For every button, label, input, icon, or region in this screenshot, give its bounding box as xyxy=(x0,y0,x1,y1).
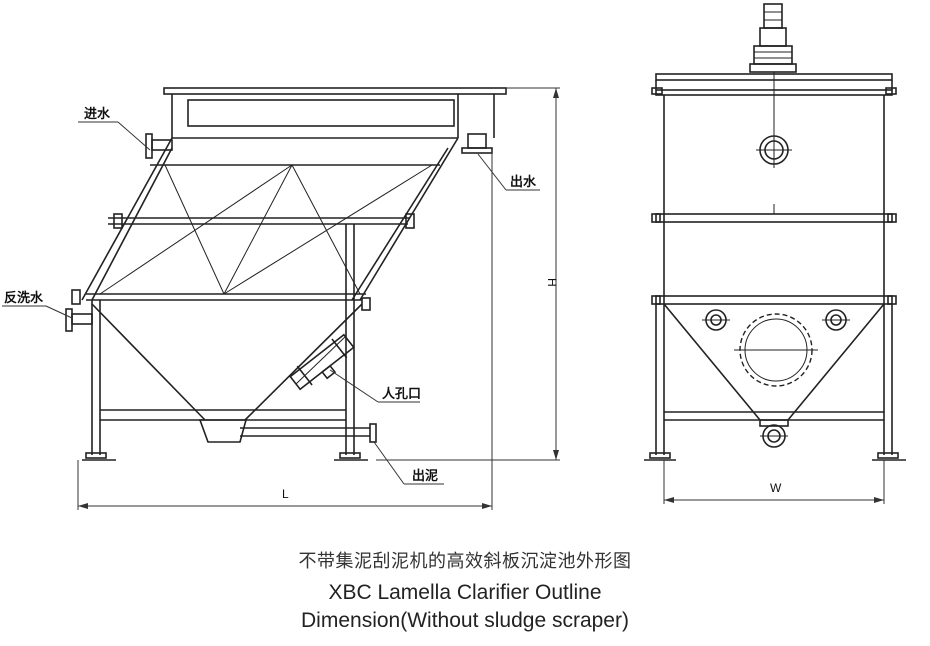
label-inlet: 进水 xyxy=(78,106,151,151)
top-flange xyxy=(163,87,507,95)
collection-trough xyxy=(187,99,455,127)
label-backwash-text: 反洗水 xyxy=(4,290,44,306)
side-view xyxy=(65,87,507,461)
caption-english-line1: XBC Lamella Clarifier Outline xyxy=(328,581,602,604)
manhole xyxy=(289,333,355,391)
dimension-l: L xyxy=(77,150,493,510)
caption-english-line2: Dimension(Without sludge scraper) xyxy=(301,609,629,632)
label-backwash: 反洗水 xyxy=(2,290,73,319)
outlet-pipe xyxy=(467,133,487,149)
dimension-l-label: L xyxy=(282,487,289,501)
dimension-h: H xyxy=(376,87,560,461)
label-outlet: 出水 xyxy=(477,153,540,191)
label-manhole-text: 人孔口 xyxy=(382,386,421,402)
dimension-w: W xyxy=(663,460,885,504)
drive-motor xyxy=(763,3,783,29)
label-sludge-outlet-text: 出泥 xyxy=(412,468,438,484)
label-manhole: 人孔口 xyxy=(329,369,421,403)
lamella-clarifier-drawing: H L 进水 出水 反洗水 人孔口 出泥 xyxy=(2,3,906,510)
sludge-outlet-pipe xyxy=(369,423,377,443)
backwash-pipe xyxy=(71,313,93,325)
front-view xyxy=(644,3,906,461)
label-outlet-text: 出水 xyxy=(510,174,537,190)
dimension-w-label: W xyxy=(770,481,782,495)
dimension-h-label: H xyxy=(545,278,559,287)
label-sludge-outlet: 出泥 xyxy=(373,441,444,485)
caption-chinese: 不带集泥刮泥机的高效斜板沉淀池外形图 xyxy=(298,551,632,572)
label-inlet-text: 进水 xyxy=(84,106,111,122)
sludge-hopper xyxy=(198,419,248,443)
